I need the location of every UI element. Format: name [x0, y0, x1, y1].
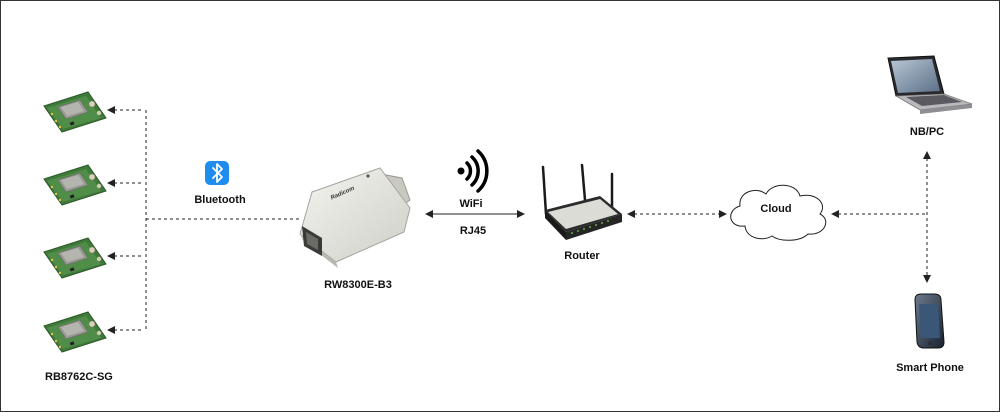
router-label: Router — [564, 250, 600, 262]
bluetooth-icon — [205, 161, 229, 185]
smart-phone-icon — [914, 293, 945, 349]
rj45-label: RJ45 — [459, 225, 487, 237]
sensor-module-4 — [43, 311, 107, 353]
cloud-shape — [730, 184, 827, 241]
nb-pc-label: NB/PC — [909, 126, 945, 138]
cloud-label: Cloud — [760, 203, 792, 215]
sensor-modules-label: RB8762C-SG — [45, 371, 113, 383]
wifi-label: WiFi — [459, 198, 483, 210]
sensor-module-2 — [43, 164, 107, 206]
router-device — [541, 163, 622, 240]
gateway-label: RW8300E-B3 — [324, 279, 392, 291]
sensor-module-3 — [43, 237, 107, 279]
bluetooth-links — [107, 106, 300, 334]
wifi-signal-icon — [457, 149, 489, 193]
gateway-device — [299, 167, 411, 268]
bluetooth-label: Bluetooth — [194, 194, 246, 206]
laptop-icon — [887, 55, 973, 114]
smart-phone-label: Smart Phone — [896, 362, 964, 374]
sensor-module-1 — [43, 91, 107, 133]
